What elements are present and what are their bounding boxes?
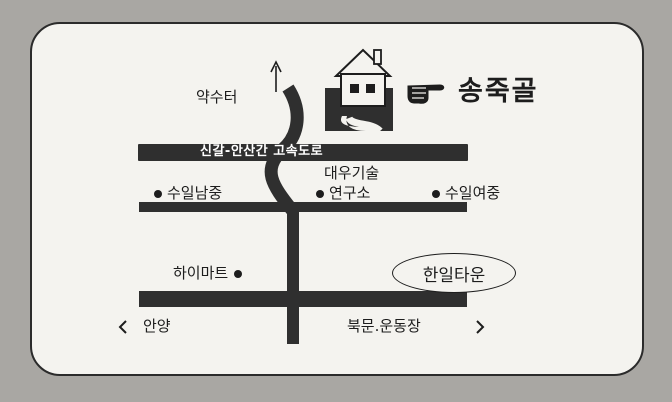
direction-left-label: 안양 — [143, 317, 171, 335]
location-dot — [154, 189, 162, 198]
landmark-research: 연구소 — [316, 186, 370, 201]
landmark-hi-mart: 하이마트 — [173, 264, 243, 282]
winding-road — [264, 84, 304, 215]
middle-road — [139, 202, 467, 212]
vertical-road — [287, 206, 299, 344]
highway-road — [138, 144, 468, 161]
landmark-research-label: 연구소 — [329, 184, 371, 202]
north-arrow-icon — [270, 60, 282, 92]
highway-label: 신갈-안산간 고속도로 — [200, 144, 324, 159]
landmark-hanil-town-label: 한일타운 — [422, 265, 486, 286]
house-icon — [325, 48, 393, 134]
landmark-suil-girls: 수일여중 — [432, 186, 500, 201]
location-dot — [316, 189, 324, 198]
location-dot — [432, 189, 440, 198]
north-label: 약수터 — [196, 88, 238, 106]
landmark-suil-middle: 수일남중 — [154, 186, 222, 201]
landmark-suil-middle-label: 수일남중 — [167, 184, 223, 202]
pointing-hand-icon — [407, 84, 445, 104]
map-card — [30, 22, 644, 376]
landmark-suil-girls-label: 수일여중 — [445, 184, 501, 202]
direction-right-label: 북문.운동장 — [347, 317, 421, 335]
destination-title: 송죽골 — [458, 76, 539, 107]
landmark-daewoo: 대우기술 — [324, 164, 380, 182]
right-arrow-icon — [476, 320, 485, 334]
location-dot — [234, 269, 243, 278]
bottom-road — [139, 291, 467, 307]
landmark-hi-mart-label: 하이마트 — [173, 264, 229, 282]
landmark-hanil-town: 한일타운 — [392, 253, 516, 293]
left-arrow-icon — [118, 320, 127, 334]
